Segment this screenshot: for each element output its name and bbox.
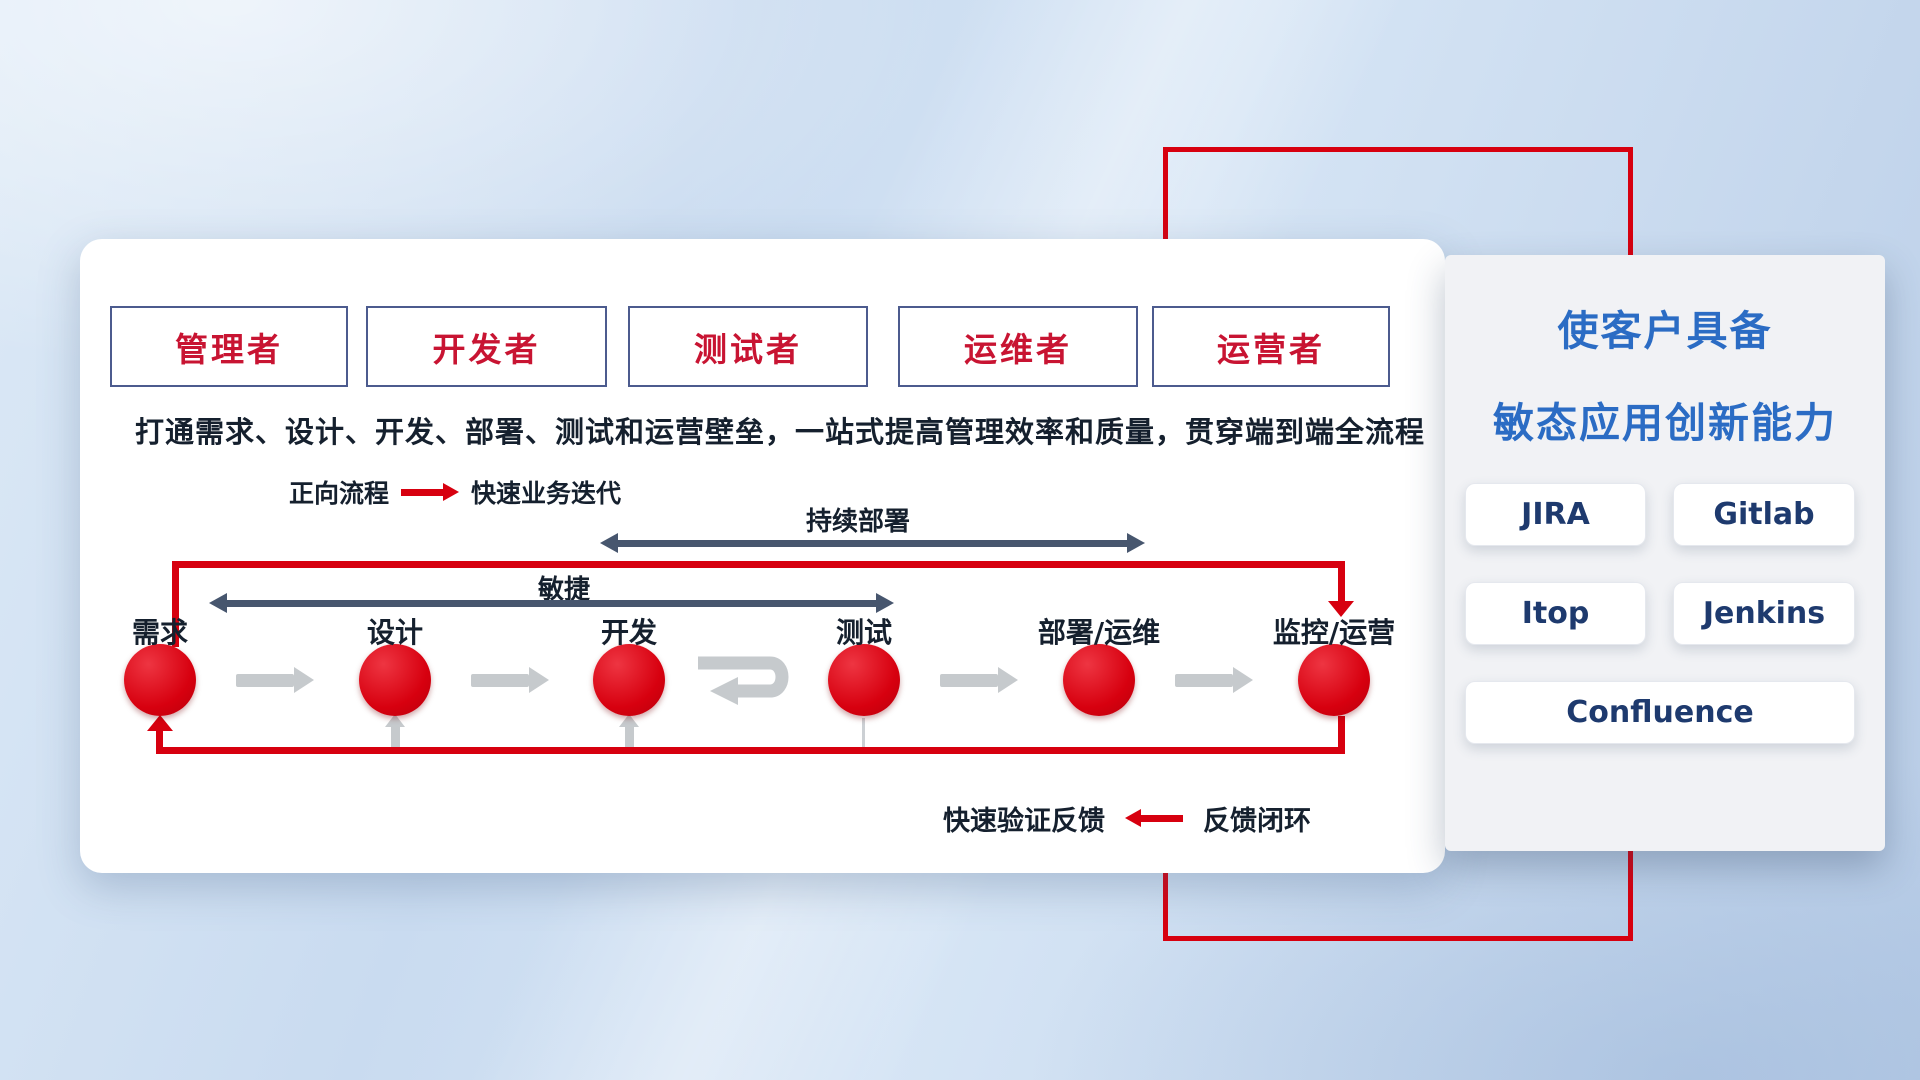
flow-arrow-icon bbox=[1175, 667, 1253, 693]
arrow-bar bbox=[1175, 673, 1233, 687]
stage-node-monitor-op bbox=[1298, 644, 1370, 716]
stage-node-design bbox=[359, 644, 431, 716]
role-label: 测试者 bbox=[694, 329, 802, 369]
arrow-head bbox=[529, 667, 549, 693]
feedback-up-arrow-icon bbox=[625, 727, 634, 747]
tool-button-itop: Itop bbox=[1465, 582, 1646, 645]
arrow-head bbox=[1125, 809, 1141, 827]
panel-title-line2: 敏态应用创新能力 bbox=[1493, 399, 1837, 447]
arrow-bar bbox=[1141, 814, 1183, 822]
loop-top-line bbox=[172, 561, 1345, 568]
stage-node-test bbox=[828, 644, 900, 716]
legend-forward: 正向流程 快速业务迭代 bbox=[289, 476, 621, 508]
role-box-manager: 管理者 bbox=[110, 306, 348, 387]
arrow-head bbox=[998, 667, 1018, 693]
tool-button-jenkins: Jenkins bbox=[1673, 582, 1855, 645]
agile-arrow-icon bbox=[209, 593, 894, 613]
loop-top-right-segment bbox=[1338, 561, 1345, 601]
stage-label-monitor-op: 监控/运营 bbox=[1272, 616, 1396, 649]
iteration-loop-arrow-icon bbox=[698, 656, 789, 705]
role-box-tester: 测试者 bbox=[628, 306, 868, 387]
role-box-operator: 运营者 bbox=[1152, 306, 1390, 387]
flow-arrow-icon bbox=[940, 667, 1018, 693]
arrow-head bbox=[294, 667, 314, 693]
feedback-up-arrow-icon bbox=[391, 727, 400, 747]
stage-label-deploy-ops: 部署/运维 bbox=[1037, 616, 1161, 649]
stage-label-design: 设计 bbox=[366, 616, 424, 649]
stage-label-requirement: 需求 bbox=[131, 616, 189, 649]
legend-feedback-value: 反馈闭环 bbox=[1203, 805, 1311, 837]
card-description: 打通需求、设计、开发、部署、测试和运营壁垒，一站式提高管理效率和质量，贯穿端到端… bbox=[135, 415, 1426, 449]
arrow-head bbox=[443, 483, 460, 501]
legend-forward-value: 快速业务迭代 bbox=[471, 479, 622, 508]
tool-button-jira: JIRA bbox=[1465, 483, 1646, 546]
role-label: 运营者 bbox=[1217, 329, 1325, 369]
role-label: 管理者 bbox=[175, 329, 283, 369]
arrow-bar bbox=[940, 673, 998, 687]
arrow-bar bbox=[471, 673, 529, 687]
legend-feedback: 快速验证反馈 反馈闭环 bbox=[943, 801, 1311, 837]
role-label: 开发者 bbox=[432, 329, 541, 369]
stage-label-test: 测试 bbox=[835, 616, 893, 649]
role-box-developer: 开发者 bbox=[366, 306, 607, 387]
legend-feedback-label: 快速验证反馈 bbox=[943, 805, 1105, 837]
feedback-arrow-icon bbox=[1125, 809, 1183, 827]
arrow-bar bbox=[236, 673, 294, 687]
test-feedback-connector bbox=[862, 718, 865, 747]
arrow-bar bbox=[401, 488, 444, 496]
flow-arrow-icon bbox=[471, 667, 549, 693]
loop-up-arrowhead-icon bbox=[147, 715, 173, 731]
loop-bottom-line bbox=[156, 747, 1345, 754]
role-box-ops: 运维者 bbox=[898, 306, 1138, 387]
role-label: 运维者 bbox=[964, 329, 1072, 369]
legend-forward-label: 正向流程 bbox=[289, 479, 390, 508]
stage-node-requirement bbox=[124, 644, 196, 716]
arrow-bar bbox=[227, 599, 876, 607]
forward-arrow-icon bbox=[401, 483, 460, 501]
tool-button-confluence: Confluence bbox=[1465, 681, 1855, 744]
continuous-deployment-arrow-icon bbox=[600, 533, 1145, 553]
arrow-head bbox=[1127, 533, 1145, 553]
capability-panel: 使客户具备 敏态应用创新能力 JIRA Gitlab Itop Jenkins … bbox=[1445, 255, 1885, 851]
devops-flow-card: 管理者 开发者 测试者 运维者 运营者 打通需求、设计、开发、部署、测试和运营壁… bbox=[80, 239, 1445, 873]
panel-title-line1: 使客户具备 bbox=[1557, 307, 1773, 355]
tool-button-gitlab: Gitlab bbox=[1673, 483, 1855, 546]
arrow-head bbox=[209, 593, 227, 613]
arrow-head bbox=[1233, 667, 1253, 693]
arrow-head bbox=[876, 593, 894, 613]
loop-bottom-left-segment bbox=[156, 731, 163, 747]
flow-arrow-icon bbox=[236, 667, 314, 693]
arrow-head bbox=[600, 533, 618, 553]
stage-label-develop: 开发 bbox=[600, 616, 658, 649]
arrow-bar bbox=[618, 539, 1127, 547]
stage-node-deploy-ops bbox=[1063, 644, 1135, 716]
stage-node-develop bbox=[593, 644, 665, 716]
